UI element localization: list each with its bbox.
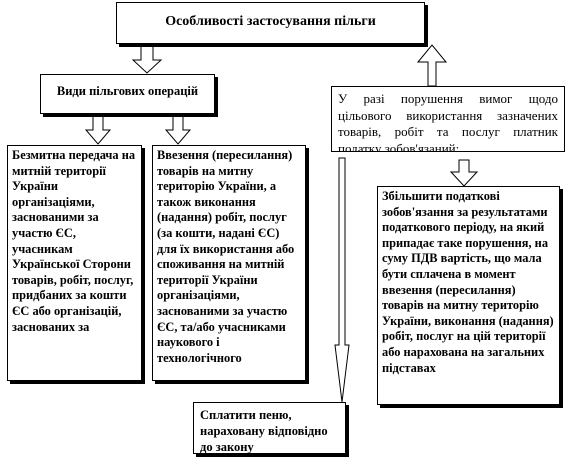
arrow-violation-to-pay [334,157,350,403]
arrow-title-to-types [131,43,163,74]
arrow-types-to-middle [164,113,192,145]
arrow-types-to-left [84,113,112,145]
title-box: Особливості застосування пільги [116,2,425,44]
pay-penalty-box: Сплатити пеню, нараховану відповідно до … [193,402,346,454]
left-operation-box: Безмитна передача на митній території Ук… [7,145,142,381]
middle-operation-box: Ввезення (пересилання) товарів на митну … [152,145,306,381]
arrow-violation-to-increase [449,159,479,187]
types-header-box: Види пільгових операцій [40,74,215,114]
violation-box: У разі порушення вимог щодо цільового ви… [331,86,565,152]
arrow-violation-to-title [416,44,448,87]
increase-liability-box: Збільшити податкові зобов'язання за резу… [377,186,560,405]
